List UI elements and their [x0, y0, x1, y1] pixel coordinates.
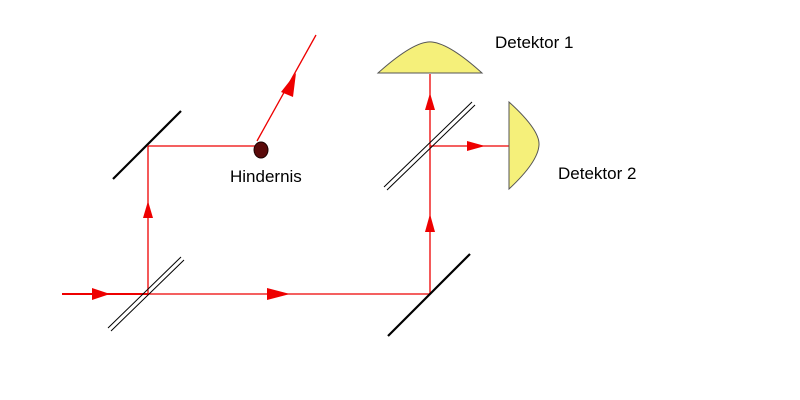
beam-paths — [62, 34, 510, 295]
detector-1 — [376, 41, 484, 74]
arrow-right-up-lower — [425, 214, 435, 232]
arrow-right-up-upper — [425, 93, 435, 110]
arrow-lower — [267, 288, 290, 300]
beam-splitter-left — [107, 256, 185, 332]
mirror-top-left — [112, 110, 182, 180]
detector-2-label: Detektor 2 — [558, 164, 636, 183]
arrow-deflected — [281, 73, 296, 97]
detector-1-label: Detektor 1 — [495, 33, 573, 52]
obstacle — [253, 141, 269, 159]
mirror-bottom-right — [387, 253, 471, 337]
obstacle-label: Hindernis — [230, 167, 302, 186]
detector-2 — [508, 100, 540, 191]
arrow-input — [92, 288, 110, 300]
arrow-left-up — [143, 201, 153, 218]
beam-splitter-right — [383, 101, 476, 191]
arrow-detector2 — [467, 141, 485, 151]
beam-arrows — [92, 73, 485, 300]
